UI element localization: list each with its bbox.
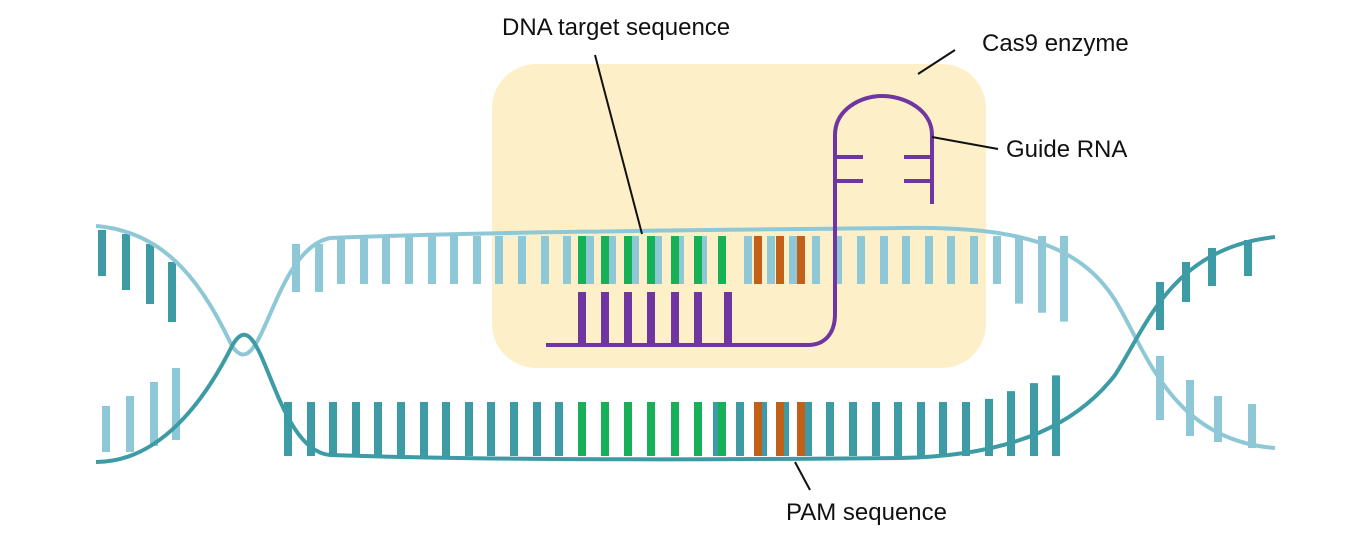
dna-target-leader xyxy=(594,54,643,235)
cas9-label: Cas9 enzyme xyxy=(982,30,1129,57)
pam-leader xyxy=(794,461,811,491)
cas9-leader xyxy=(917,49,956,75)
dna-target-label: DNA target sequence xyxy=(502,14,730,41)
guide-rna xyxy=(546,93,934,347)
guide-rna-label: Guide RNA xyxy=(1006,136,1127,163)
pam-label: PAM sequence xyxy=(786,499,947,526)
cas9-enzyme-shape xyxy=(492,64,986,368)
dna-base-pairs xyxy=(98,230,1256,456)
guide-rna-strand xyxy=(546,93,934,347)
guide-rna-bases xyxy=(578,292,732,345)
guide-rna-leader xyxy=(931,136,999,150)
dna-strand-bottom xyxy=(95,235,1276,464)
